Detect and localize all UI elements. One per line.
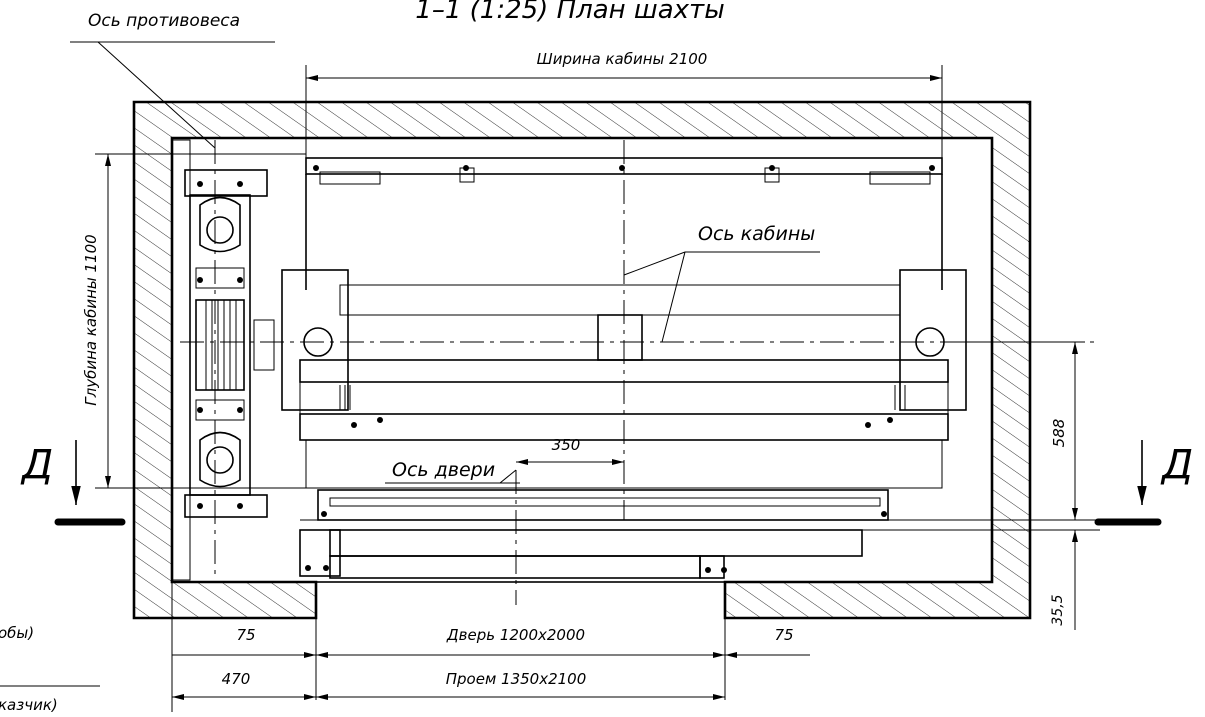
cut-text-1: обы): [0, 624, 34, 642]
dim-cabin-width: [305, 65, 943, 158]
dim-right: [960, 341, 1085, 630]
counterweight-axis-label: Ось противовеса: [88, 11, 240, 31]
dim-35-5-label: 35,5: [1050, 594, 1066, 625]
drawing-title: 1–1 (1:25) План шахты: [415, 0, 724, 25]
dim-75-left-label: 75: [236, 626, 255, 644]
section-markers: [54, 440, 1162, 526]
section-left-label: Д: [20, 442, 53, 488]
dim-350-label: 350: [552, 436, 581, 454]
cabin-axis-label: Ось кабины: [698, 223, 815, 245]
doors: [299, 489, 1100, 579]
opening-label: Проем 1350х2100: [446, 670, 587, 688]
door-axis-label: Ось двери: [392, 459, 495, 481]
section-right-label: Д: [1160, 442, 1193, 488]
door-label: Дверь 1200х2000: [446, 626, 585, 644]
cut-text-2: казчик): [0, 696, 58, 714]
counterweight: [171, 139, 275, 581]
wall-opening: [315, 582, 726, 700]
dim-470-label: 470: [222, 670, 251, 688]
dim-cabin-depth: [95, 153, 306, 489]
dim-75-right-label: 75: [774, 626, 793, 644]
dim-bottom: [0, 582, 810, 712]
cabin-width-label: Ширина кабины 2100: [537, 50, 708, 68]
dim-588-label: 588: [1050, 419, 1068, 448]
cabin-depth-label: Глубина кабины 1100: [82, 234, 100, 405]
leaders: [70, 41, 820, 484]
